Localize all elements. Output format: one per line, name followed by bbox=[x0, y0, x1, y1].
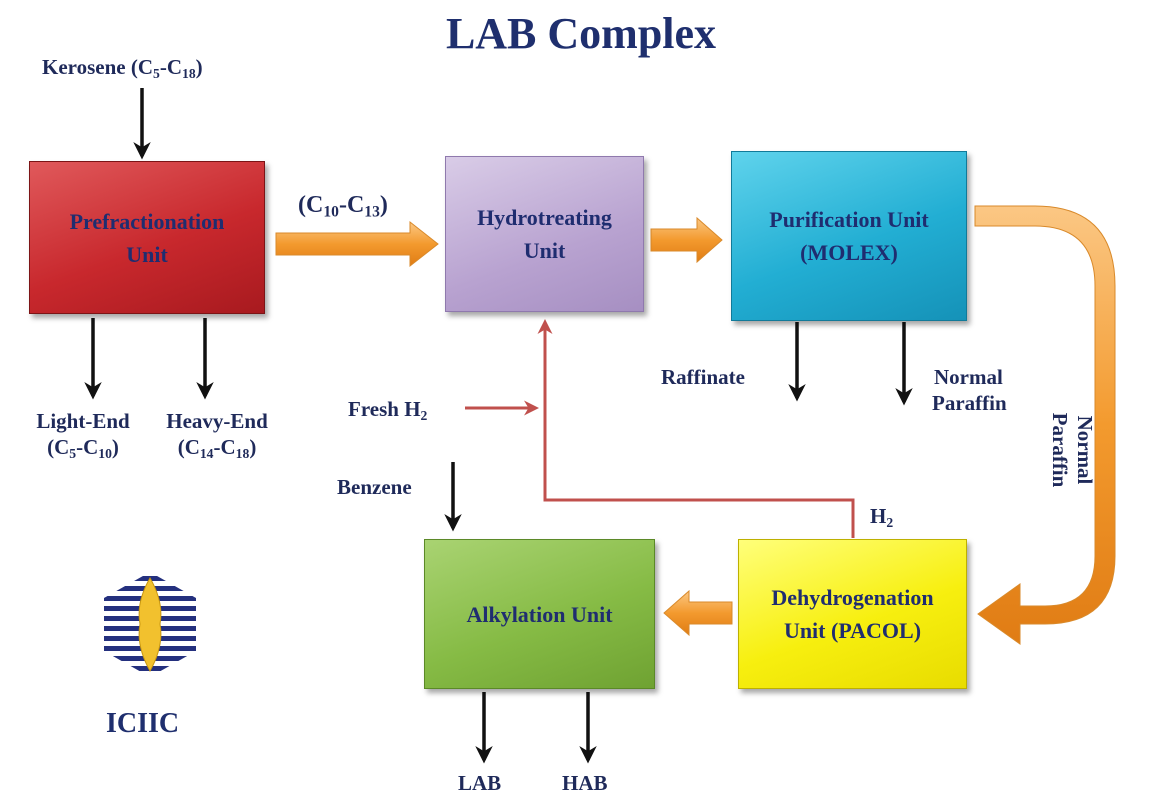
light-end-label: Light-End (C5-C10) bbox=[8, 408, 158, 461]
purification-label-line1: Purification Unit bbox=[769, 207, 929, 232]
fresh-h2-label: Fresh H2 bbox=[348, 397, 428, 424]
normal-paraffin-vertical-line1: Normal bbox=[1073, 415, 1098, 485]
alkylation-label: Alkylation Unit bbox=[466, 601, 613, 627]
purification-label-line2: (MOLEX) bbox=[800, 240, 898, 265]
dehydrogenation-label-line1: Dehydrogenation bbox=[771, 585, 934, 610]
dehydrogenation-unit: Dehydrogenation Unit (PACOL) bbox=[738, 539, 967, 689]
hydrotreating-unit: Hydrotreating Unit bbox=[445, 156, 644, 312]
arrow-hydro-to-puri bbox=[650, 216, 723, 264]
normal-paraffin-line2: Paraffin bbox=[932, 391, 1007, 416]
arrow-pref-to-hydro bbox=[275, 220, 439, 268]
h2-recycle-line bbox=[537, 319, 855, 538]
hydrotreating-label-line2: Unit bbox=[523, 238, 566, 263]
normal-paraffin-vertical-label: Normal Paraffin bbox=[1047, 380, 1097, 520]
dehydrogenation-label-line2: Unit (PACOL) bbox=[783, 618, 922, 643]
normal-paraffin-vertical-line2: Paraffin bbox=[1048, 412, 1072, 488]
benzene-label: Benzene bbox=[337, 475, 412, 499]
heavy-end-name: Heavy-End bbox=[166, 409, 268, 433]
lab-label: LAB bbox=[458, 771, 502, 795]
arrow-puri-to-dehy bbox=[974, 205, 1116, 645]
light-end-range: (C5-C10) bbox=[47, 435, 119, 462]
diagram-title: LAB Complex bbox=[445, 9, 717, 58]
heavy-end-range: (C14-C18) bbox=[177, 435, 257, 462]
light-end-name: Light-End bbox=[36, 409, 130, 433]
alkylation-unit: Alkylation Unit bbox=[424, 539, 655, 689]
purification-unit: Purification Unit (MOLEX) bbox=[731, 151, 967, 321]
hydrotreating-label-line1: Hydrotreating bbox=[477, 205, 612, 230]
kerosene-label: Kerosene (C5-C18) bbox=[42, 55, 203, 82]
arrow-dehy-to-alk bbox=[663, 589, 733, 637]
c10-c13-label: (C10-C13) bbox=[298, 192, 388, 221]
h2-label: H2 bbox=[870, 504, 894, 531]
prefractionation-unit: Prefractionation Unit bbox=[29, 161, 265, 314]
iciic-logo-icon bbox=[104, 572, 196, 677]
logo-text: ICIIC bbox=[106, 708, 180, 739]
prefractionation-label-line2: Unit bbox=[126, 241, 168, 267]
prefractionation-label-line1: Prefractionation bbox=[69, 208, 225, 234]
hab-label: HAB bbox=[562, 771, 608, 795]
heavy-end-label: Heavy-End (C14-C18) bbox=[142, 408, 292, 461]
normal-paraffin-label: Normal Paraffin bbox=[932, 364, 1007, 417]
raffinate-label: Raffinate bbox=[661, 365, 745, 389]
normal-paraffin-line1: Normal bbox=[934, 365, 1003, 389]
